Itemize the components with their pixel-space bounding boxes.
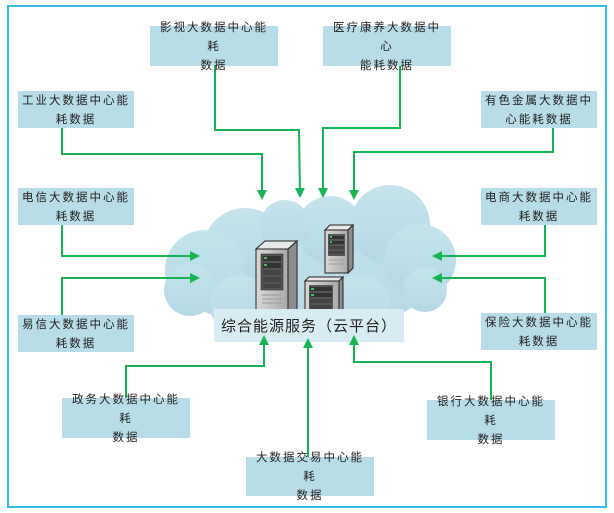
arrow-yinhang: [349, 335, 492, 400]
source-line1: 保险大数据中心能: [485, 314, 593, 329]
source-line1: 电商大数据中心能: [485, 189, 593, 204]
source-line1: 政务大数据中心能耗: [72, 391, 180, 425]
source-line2: 耗数据: [55, 335, 97, 350]
cloud-platform-label: 综合能源服务（云平台）: [214, 309, 404, 342]
source-box-yingshi: 影视大数据中心能耗数据: [150, 20, 278, 72]
arrow-gongye: [61, 128, 267, 200]
source-box-baoxian: 保险大数据中心能耗数据: [481, 313, 597, 350]
arrow-dianxin: [61, 225, 200, 261]
source-line2: 心能耗数据: [505, 111, 573, 126]
source-line2: 数据: [112, 429, 140, 444]
arrow-yingshi: [214, 66, 305, 198]
source-box-yixin: 易信大数据中心能耗数据: [18, 315, 134, 352]
arrow-baoxian: [432, 273, 546, 315]
source-line2: 耗数据: [55, 111, 97, 126]
source-line1: 易信大数据中心能: [22, 316, 130, 331]
source-line1: 影视大数据中心能耗: [160, 19, 268, 53]
server-icon: [323, 223, 355, 275]
arrow-zhengwu: [125, 335, 269, 398]
arrow-youse: [349, 128, 554, 200]
source-box-dianshang: 电商大数据中心能耗数据: [481, 188, 597, 225]
source-line2: 数据: [200, 57, 228, 72]
source-line1: 银行大数据中心能耗: [437, 393, 545, 427]
source-line1: 有色金属大数据中: [485, 92, 593, 107]
arrow-dianshang: [432, 225, 546, 261]
source-line2: 耗数据: [518, 208, 560, 223]
source-line2: 数据: [477, 431, 505, 446]
source-box-gongye: 工业大数据中心能耗数据: [18, 91, 134, 128]
diagram-frame: [7, 5, 607, 508]
source-box-dianxin: 电信大数据中心能耗数据: [18, 188, 134, 225]
source-box-zhengwu: 政务大数据中心能耗数据: [62, 392, 190, 444]
source-line2: 耗数据: [55, 208, 97, 223]
source-line1: 电信大数据中心能: [22, 189, 130, 204]
source-box-yiliao: 医疗康养大数据中心能耗数据: [323, 20, 451, 72]
source-line2: 耗数据: [518, 333, 560, 348]
source-line1: 医疗康养大数据中心: [333, 19, 441, 53]
source-line1: 工业大数据中心能: [22, 92, 130, 107]
source-box-youse: 有色金属大数据中心能耗数据: [481, 91, 597, 128]
source-line2: 能耗数据: [360, 57, 414, 72]
source-line1: 大数据交易中心能耗: [256, 450, 364, 483]
source-line2: 数据: [296, 488, 324, 502]
arrow-yixin: [61, 273, 200, 315]
source-box-yinhang: 银行大数据中心能耗数据: [427, 394, 555, 446]
source-box-jiaoyi: 大数据交易中心能耗数据: [246, 450, 374, 502]
arrow-yiliao: [318, 66, 401, 198]
